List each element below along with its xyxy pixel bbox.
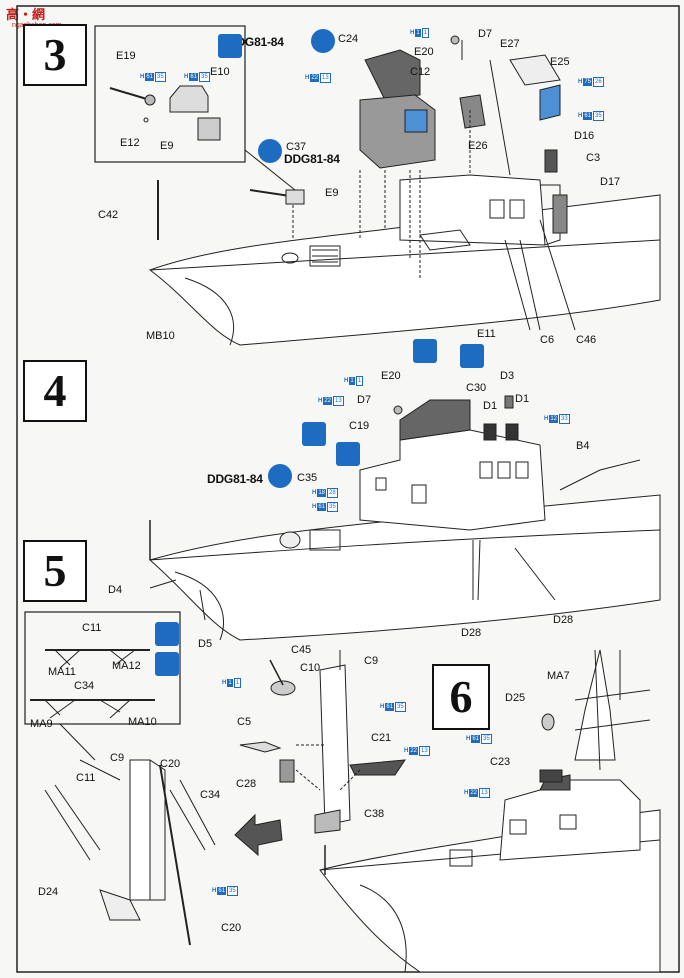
part-label: C21 <box>371 732 392 744</box>
part-label: B4 <box>576 440 590 452</box>
part-label: E19 <box>116 50 136 62</box>
part-label: C6 <box>540 334 555 346</box>
part-label: D28 <box>553 614 574 626</box>
step-5-number: 5 <box>23 540 87 602</box>
striped-decal-icon <box>460 344 484 368</box>
step-4-number: 4 <box>23 360 87 422</box>
striped-decal-icon <box>302 422 326 446</box>
part-label: D25 <box>505 692 526 704</box>
part-label: E25 <box>550 56 570 68</box>
part-label: D4 <box>108 584 123 596</box>
part-label: E10 <box>210 66 230 78</box>
part-label: C9 <box>364 655 379 667</box>
part-label: C5 <box>237 716 252 728</box>
part-label: D28 <box>461 627 482 639</box>
part-label: C46 <box>576 334 597 346</box>
decal-placement-icon <box>336 442 360 466</box>
part-label: D5 <box>198 638 213 650</box>
part-label: MB10 <box>146 330 175 342</box>
part-label: C35 <box>297 472 318 484</box>
part-label: C38 <box>364 808 385 820</box>
part-label: D17 <box>600 176 621 188</box>
part-label: MA7 <box>547 670 570 682</box>
part-label: D3 <box>500 370 515 382</box>
part-label: C28 <box>236 778 257 790</box>
part-label: C30 <box>466 382 487 394</box>
watermark-logo: 高・網 <box>6 7 46 22</box>
part-label: C37 <box>286 141 307 153</box>
part-label: C12 <box>410 66 431 78</box>
part-label: D7 <box>478 28 493 40</box>
part-label: D16 <box>574 130 595 142</box>
step-3-number: 3 <box>23 24 87 86</box>
part-label: MA9 <box>30 718 53 730</box>
ddg-tag-step4-c35: DDG81-84 <box>207 472 263 486</box>
part-label: C11 <box>76 772 96 784</box>
part-label: C34 <box>74 680 95 692</box>
part-label: C19 <box>349 420 370 432</box>
part-label: E20 <box>381 370 401 382</box>
part-label: C20 <box>160 758 181 770</box>
step-6-number: 6 <box>432 664 490 730</box>
part-label: C3 <box>586 152 601 164</box>
part-label: C23 <box>490 756 511 768</box>
part-label: D1 <box>515 393 530 405</box>
part-label: C24 <box>338 33 359 45</box>
ship-option-icon <box>268 464 292 488</box>
ddg-tag-step3-c37: DDG81-84 <box>284 152 340 166</box>
part-label: MA10 <box>128 716 157 728</box>
water-slide-icon <box>155 652 179 676</box>
part-label: C10 <box>300 662 321 674</box>
part-label: E9 <box>160 140 174 152</box>
part-label: E20 <box>414 46 434 58</box>
part-label: E11 <box>477 328 496 340</box>
part-label: E26 <box>468 140 488 152</box>
apply-cement-icon <box>218 34 242 58</box>
part-label: E27 <box>500 38 520 50</box>
part-label: D7 <box>357 394 372 406</box>
part-label: C45 <box>291 644 312 656</box>
part-label: E12 <box>120 137 140 149</box>
part-label: D1 <box>483 400 498 412</box>
part-label: C42 <box>98 209 119 221</box>
part-label: C34 <box>200 789 221 801</box>
part-label: MA11 <box>48 666 76 678</box>
part-label: C9 <box>110 752 125 764</box>
part-label: C11 <box>82 622 102 634</box>
part-label: E9 <box>325 187 339 199</box>
part-label: MA12 <box>112 660 141 672</box>
part-label: D24 <box>38 886 59 898</box>
ship-option-icon <box>311 29 335 53</box>
part-label: C20 <box>221 922 242 934</box>
apply-cement-icon <box>155 622 179 646</box>
decal-placement-icon <box>413 339 437 363</box>
ship-option-icon <box>258 139 282 163</box>
